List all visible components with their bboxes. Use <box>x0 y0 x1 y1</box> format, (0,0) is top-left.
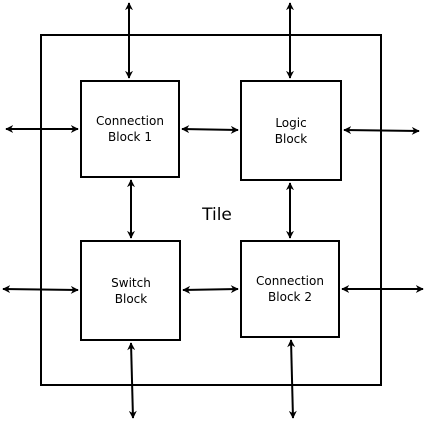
connection-block-1-label-line2: Block 1 <box>108 130 152 144</box>
arrow-left-bottom <box>2 285 79 294</box>
arrow-cb1-logic <box>181 125 239 134</box>
connection-block-2: Connection Block 2 <box>240 240 340 338</box>
connection-block-2-label-line2: Block 2 <box>268 290 312 304</box>
arrow-right-top <box>343 126 420 135</box>
arrow-switch-cb2 <box>182 285 239 294</box>
connection-block-1-label-line1: Connection <box>96 114 164 128</box>
connection-block-1: Connection Block 1 <box>80 80 180 178</box>
tile-label: Tile <box>201 205 232 225</box>
logic-block-label-line2: Block <box>275 132 308 146</box>
logic-block-label-line1: Logic <box>275 116 306 130</box>
switch-block-label-line2: Block <box>115 292 148 306</box>
connection-block-2-label-line1: Connection <box>256 274 324 288</box>
arrow-bottom-right <box>287 339 297 419</box>
arrow-bottom-left <box>127 342 137 419</box>
switch-block: Switch Block <box>80 240 181 341</box>
switch-block-label-line1: Switch <box>111 276 151 290</box>
logic-block: Logic Block <box>240 80 342 181</box>
